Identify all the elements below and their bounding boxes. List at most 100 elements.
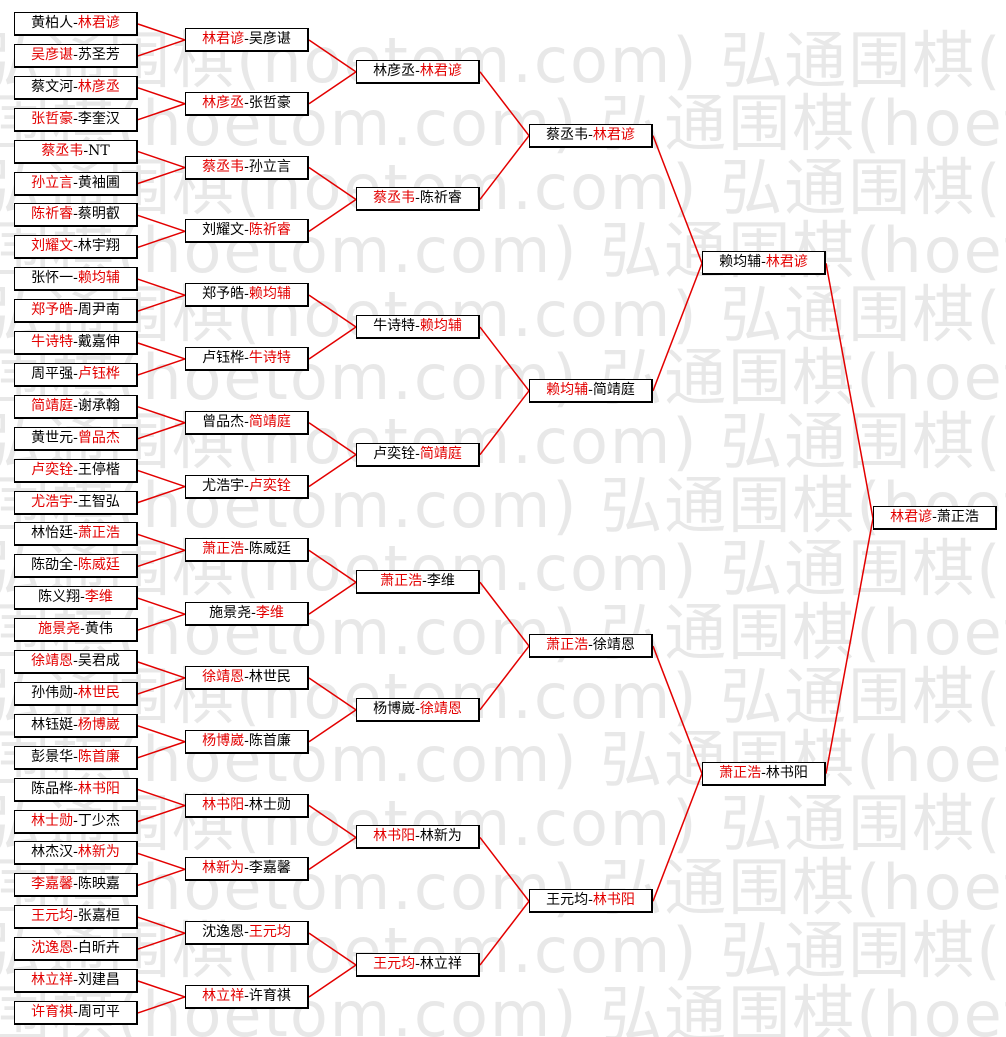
bracket-connector [137,358,186,376]
player-name: 林书阳 [77,780,120,797]
player-name: 牛诗特 [31,334,74,350]
match-box: 林杰汉-林新为 [14,841,138,866]
bracket-connector [479,645,530,711]
versus-separator: - [244,796,249,813]
player-name: 陈威廷 [248,541,291,558]
watermark-line: 弘通围棋(hoetom.com) 弘通围棋(hoetom.com) 弘通围棋(h… [0,87,1006,160]
player-name: 林君谚 [202,30,245,47]
player-name: 李维 [255,605,284,622]
bracket-connector [137,980,186,998]
player-name: 曾品杰 [202,413,245,430]
versus-separator: - [588,637,593,654]
player-name: 蔡丞韦 [202,158,245,175]
versus-separator: - [415,62,420,79]
versus-separator: - [244,286,249,303]
player-name: 陈祈睿 [248,222,291,239]
match-box: 尤浩宇-卢奕铨 [185,474,309,499]
match-box: 黄世元-曾品杰 [14,426,138,451]
bracket-connector [137,533,186,552]
match-box: 张哲豪-李奎汉 [14,107,138,132]
bracket-connector [308,454,357,488]
match-box: 周平强-卢钰桦 [14,362,138,387]
versus-separator: - [73,844,78,861]
player-name: 陈首廉 [77,748,120,765]
bracket-connector [137,677,186,695]
match-box: 蔡丞韦-林君谚 [529,123,653,148]
bracket-connector [308,166,357,201]
player-name: 张嘉桓 [77,908,120,925]
player-name: 杨博崴 [373,700,416,717]
versus-separator: - [73,493,78,510]
match-box: 林立祥-许育祺 [185,984,309,1009]
match-box: 萧正浩-林书阳 [702,761,826,786]
versus-separator: - [244,413,249,430]
match-box: 尤浩宇-王智弘 [14,490,138,515]
player-name: 徐靖恩 [419,700,462,717]
match-box: 张怀一-赖均辅 [14,267,138,292]
player-name: 曾品杰 [77,429,120,446]
player-name: 陈首廉 [248,732,291,749]
bracket-connector [479,326,530,392]
bracket-connector [308,39,357,73]
player-name: 赖均辅 [419,318,462,335]
versus-separator: - [73,716,78,733]
player-name: 赖均辅 [546,381,589,398]
match-box: 萧正浩-陈威廷 [185,538,309,563]
player-name: 谢承翰 [77,397,120,414]
player-name: 陈映嘉 [77,876,120,893]
versus-separator: - [244,987,249,1004]
bracket-connector [137,661,186,679]
player-name: 赖均辅 [719,254,762,271]
versus-separator: - [415,828,420,845]
bracket-connector [137,406,186,424]
match-box: 卢奕铨-简靖庭 [356,442,480,467]
bracket-connector [137,741,186,759]
bracket-connector [308,71,357,105]
bracket-connector [652,262,703,392]
match-box: 林君谚-吴彦谌 [185,27,309,52]
player-name: 刘建昌 [77,972,120,988]
versus-separator: - [244,860,249,877]
player-name: 彭景华 [31,748,74,765]
versus-separator: - [73,429,78,446]
versus-separator: - [251,605,256,622]
versus-separator: - [244,668,249,685]
bracket-connector [308,836,357,870]
match-box: 林立祥-刘建昌 [14,969,138,993]
player-name: 周尹南 [77,302,120,319]
player-name: 李奎汉 [77,110,120,127]
bracket-connector [137,996,186,1014]
match-box: 陈品桦-林书阳 [14,777,138,802]
bracket-connector [137,278,186,296]
versus-separator: - [73,812,78,829]
bracket-connector [137,103,186,121]
versus-separator: - [244,158,249,175]
player-name: 吴彦谌 [31,46,74,63]
match-box: 沈逸恩-王元均 [185,921,309,946]
player-name: 李嘉馨 [31,876,74,893]
bracket-connector [137,485,186,504]
match-box: 陈劭全-陈威廷 [14,554,138,579]
player-name: 张哲豪 [31,110,74,127]
bracket-connector [137,549,186,568]
player-name: 王元均 [546,892,589,909]
player-name: 黄柏人 [31,15,74,31]
player-name: 陈祈睿 [419,190,462,207]
player-name: 蔡丞韦 [546,126,589,143]
player-name: 陈义翔 [38,589,81,606]
bracket-connector [308,804,357,839]
match-box: 吴彦谌-苏圣芳 [14,43,138,68]
bracket-connector [479,900,530,966]
player-name: 林书阳 [373,828,416,845]
versus-separator: - [73,461,78,478]
bracket-connector [137,87,186,105]
match-box: 简靖庭-谢承翰 [14,394,138,419]
player-name: 萧正浩 [936,509,979,526]
player-name: 徐靖恩 [202,668,245,685]
player-name: 陈威廷 [77,557,120,574]
player-name: 王元均 [373,956,416,973]
watermark-line: 弘通围棋(hoetom.com) 弘通围棋(hoetom.com) 弘通围棋(h… [0,278,1006,351]
bracket-connector [479,581,530,647]
